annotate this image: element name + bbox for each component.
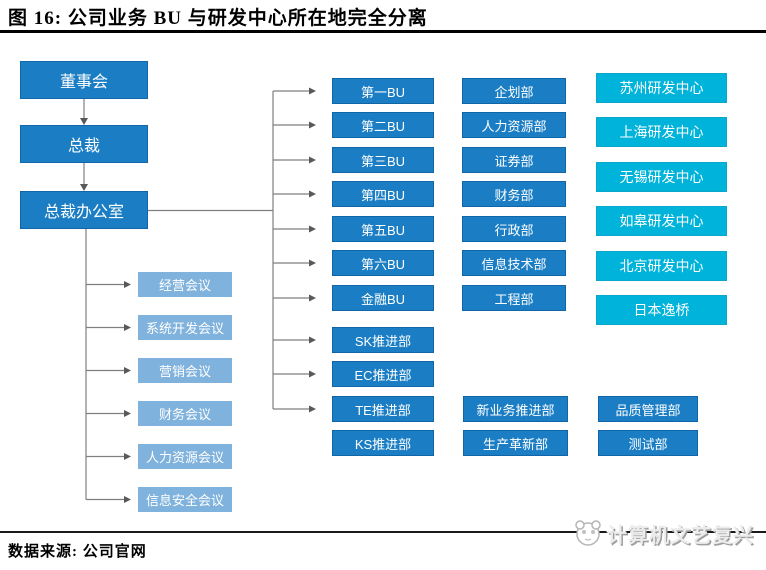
figure-title: 图 16: 公司业务 BU 与研发中心所在地完全分离 bbox=[8, 8, 428, 29]
box-qa-departments-0: 品质管理部 bbox=[598, 396, 698, 422]
box-extra-departments-0: 新业务推进部 bbox=[463, 396, 568, 422]
footer-rule bbox=[0, 531, 766, 533]
box-business-units-3: 第四BU bbox=[332, 181, 434, 207]
box-meetings-0: 经营会议 bbox=[138, 272, 232, 297]
box-departments-4: 行政部 bbox=[462, 216, 566, 242]
box-rd-centers-1: 上海研发中心 bbox=[596, 117, 727, 147]
box-business-units-8: EC推进部 bbox=[332, 361, 434, 387]
box-meetings-1: 系统开发会议 bbox=[138, 315, 232, 340]
box-departments-1: 人力资源部 bbox=[462, 112, 566, 138]
box-business-units-6: 金融BU bbox=[332, 285, 434, 311]
box-rd-centers-3: 如皋研发中心 bbox=[596, 206, 727, 236]
box-qa-departments-1: 测试部 bbox=[598, 430, 698, 456]
watermark-text: 计算机文艺复兴 bbox=[607, 524, 754, 547]
panda-logo-icon bbox=[575, 520, 601, 546]
box-leadership-1: 总裁 bbox=[20, 125, 148, 163]
box-departments-5: 信息技术部 bbox=[462, 250, 566, 276]
box-rd-centers-0: 苏州研发中心 bbox=[596, 73, 727, 103]
watermark: 计算机文艺复兴 bbox=[572, 517, 754, 549]
box-business-units-1: 第二BU bbox=[332, 112, 434, 138]
title-rule bbox=[0, 30, 766, 33]
box-leadership-0: 董事会 bbox=[20, 61, 148, 99]
box-business-units-9: TE推进部 bbox=[332, 396, 434, 422]
box-business-units-4: 第五BU bbox=[332, 216, 434, 242]
box-departments-6: 工程部 bbox=[462, 285, 566, 311]
box-business-units-7: SK推进部 bbox=[332, 327, 434, 353]
box-rd-centers-5: 日本逸桥 bbox=[596, 295, 727, 325]
box-leadership-2: 总裁办公室 bbox=[20, 191, 148, 229]
box-business-units-2: 第三BU bbox=[332, 147, 434, 173]
box-rd-centers-4: 北京研发中心 bbox=[596, 251, 727, 281]
box-meetings-2: 营销会议 bbox=[138, 358, 232, 383]
box-meetings-4: 人力资源会议 bbox=[138, 444, 232, 469]
box-departments-0: 企划部 bbox=[462, 78, 566, 104]
box-meetings-3: 财务会议 bbox=[138, 401, 232, 426]
box-extra-departments-1: 生产革新部 bbox=[463, 430, 568, 456]
box-rd-centers-2: 无锡研发中心 bbox=[596, 162, 727, 192]
box-business-units-5: 第六BU bbox=[332, 250, 434, 276]
box-departments-3: 财务部 bbox=[462, 181, 566, 207]
box-business-units-10: KS推进部 bbox=[332, 430, 434, 456]
box-business-units-0: 第一BU bbox=[332, 78, 434, 104]
box-departments-2: 证券部 bbox=[462, 147, 566, 173]
data-source-note: 数据来源: 公司官网 bbox=[8, 544, 147, 560]
box-meetings-5: 信息安全会议 bbox=[138, 487, 232, 512]
